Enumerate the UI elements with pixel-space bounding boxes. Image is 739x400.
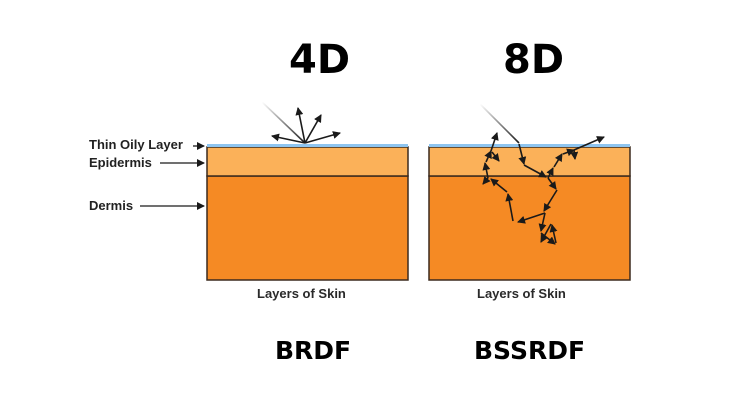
label-thin-oily-layer: Thin Oily Layer (89, 137, 183, 152)
right-dimension-label: 8D (503, 37, 565, 83)
left-model-name: BRDF (275, 336, 352, 365)
bssrdf-skin-block (428, 144, 631, 281)
brdf-reflection-arrows (261, 101, 341, 144)
layer-label-arrows (140, 142, 205, 210)
right-caption: Layers of Skin (477, 286, 566, 301)
label-epidermis: Epidermis (89, 155, 152, 170)
bssrdf-scatter-arrows (479, 103, 605, 245)
left-caption: Layers of Skin (257, 286, 346, 301)
brdf-skin-block (206, 144, 409, 281)
right-model-name: BSSRDF (474, 336, 586, 365)
left-dimension-label: 4D (289, 37, 351, 83)
label-dermis: Dermis (89, 198, 134, 213)
